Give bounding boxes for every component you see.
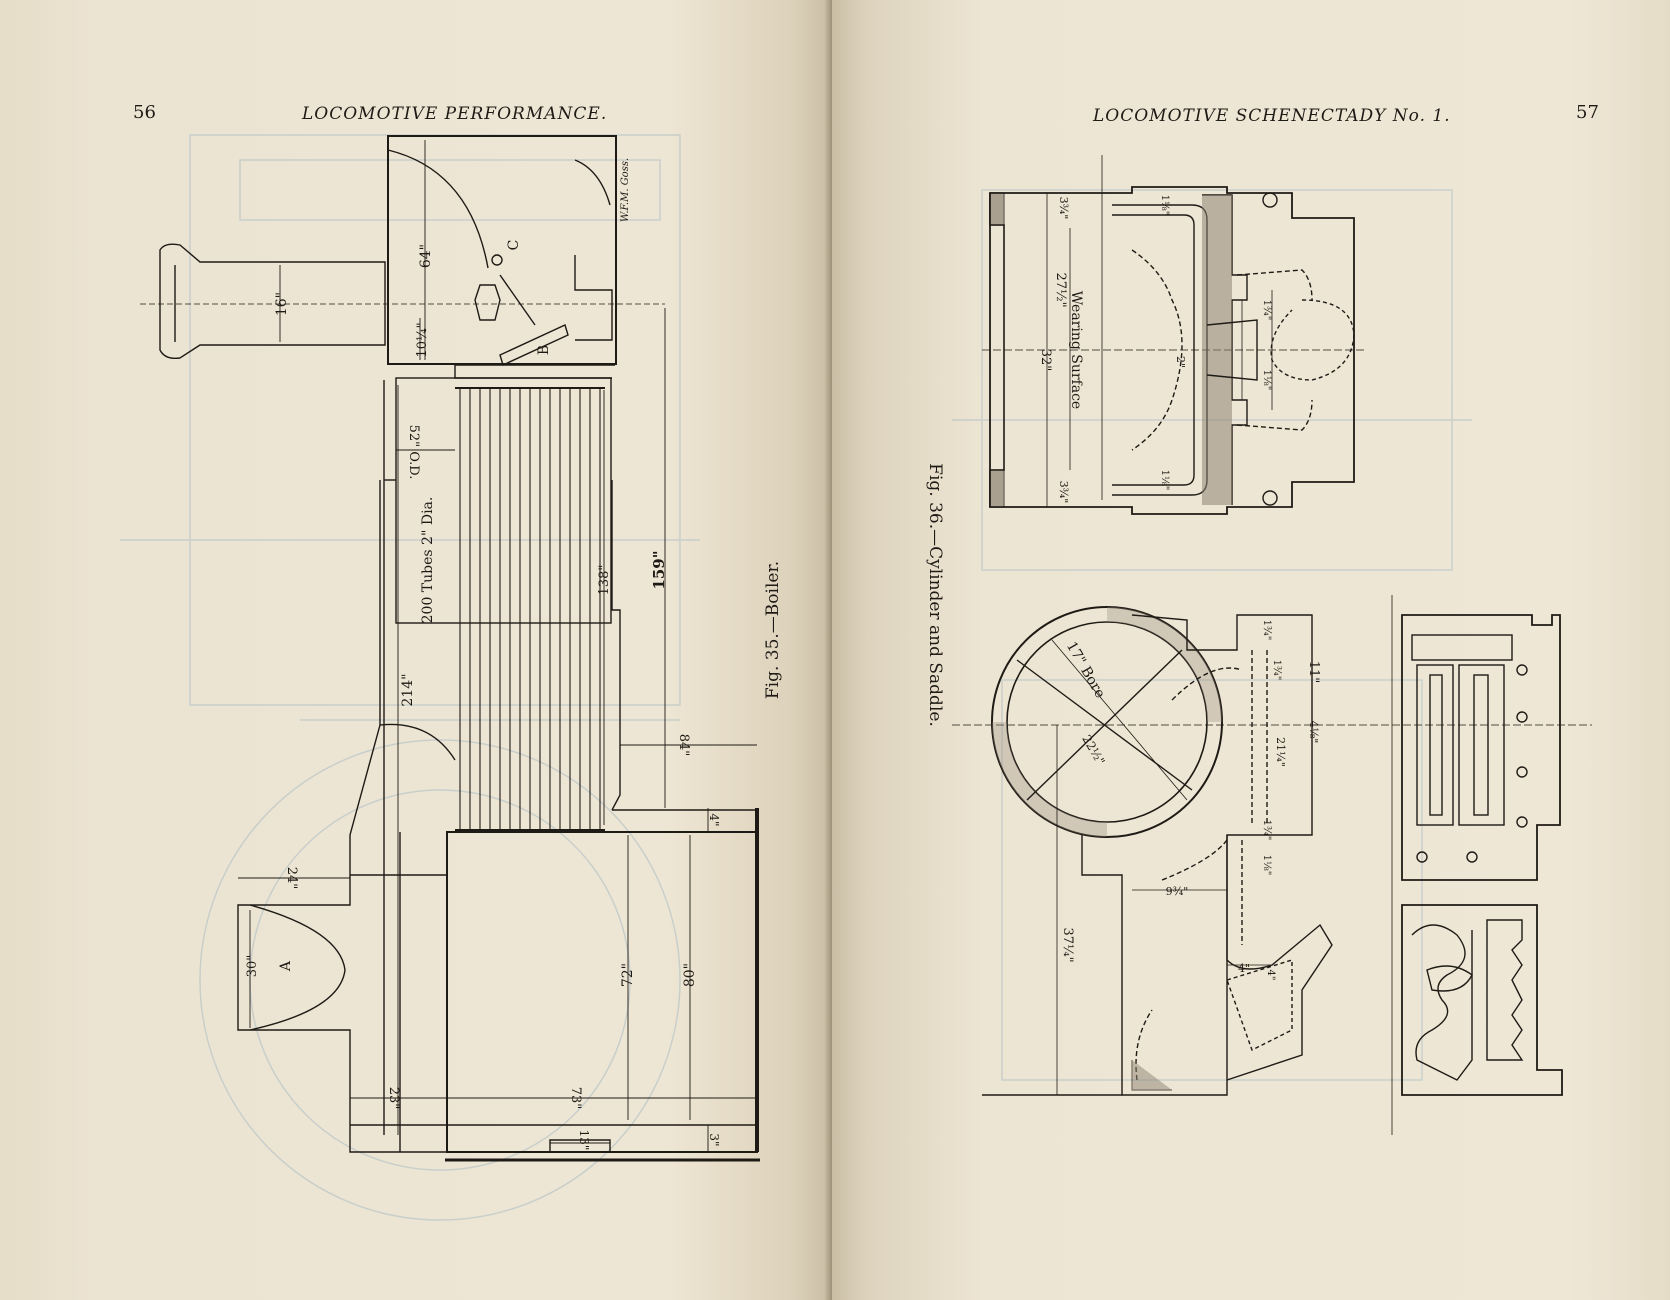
dim-1g: 1¾" bbox=[1261, 820, 1272, 841]
cylinder-saddle-drawing: 3¾" 27½" 32" Wearing Surface 3¾" 1⅛" 1⅛"… bbox=[925, 155, 1592, 1135]
right-running-head: LOCOMOTIVE SCHENECTADY No. 1. bbox=[1093, 106, 1451, 126]
dim-23: 23" bbox=[386, 1087, 401, 1110]
section-dimension-lines bbox=[1051, 618, 1313, 1095]
dim-11: 11" bbox=[1306, 661, 1321, 684]
tubes-spec-label: 200 Tubes 2" Dia. bbox=[420, 497, 436, 624]
dim-24: 24" bbox=[284, 867, 299, 890]
saddle-side-view bbox=[1401, 614, 1563, 1096]
right-page-number: 57 bbox=[1576, 102, 1599, 123]
dim-4-1: 4⅛" bbox=[1307, 721, 1320, 744]
left-page: 56 LOCOMOTIVE PERFORMANCE. bbox=[0, 0, 832, 1300]
dim-2: 2" bbox=[1174, 356, 1187, 368]
point-b-label: B bbox=[536, 345, 552, 355]
dim-1c: 1¾" bbox=[1261, 300, 1272, 321]
dim-1d: 1⅛" bbox=[1261, 370, 1272, 391]
dim-3: 3" bbox=[707, 1133, 721, 1146]
dimension-lines bbox=[238, 140, 757, 1152]
dim-tube-od: 52" O.D. bbox=[406, 425, 421, 480]
dim-22: 22½" bbox=[1079, 732, 1107, 767]
dim-37: 37¼" bbox=[1060, 927, 1075, 962]
wearing-surface-label: Wearing Surface bbox=[1068, 291, 1084, 409]
dim-1a: 1⅛" bbox=[1159, 195, 1170, 216]
boiler-outline bbox=[140, 135, 760, 1162]
draftsman-signature: W.F.M. Goss. bbox=[620, 158, 631, 222]
dim-4-section: 4" bbox=[1238, 962, 1250, 975]
dim-4: 4" bbox=[707, 813, 721, 826]
boiler-drawing: 16" 64" 10¼" 52" O.D. 200 Tubes 2" Dia. … bbox=[120, 134, 783, 1221]
dim-9: 9¾" bbox=[1166, 885, 1189, 898]
dim-bottom-left: 3¾" bbox=[1057, 481, 1070, 504]
right-page: LOCOMOTIVE SCHENECTADY No. 1. 57 bbox=[832, 0, 1670, 1300]
dim-13: 13" bbox=[577, 1130, 591, 1151]
plan-dimension-lines bbox=[1046, 193, 1273, 507]
dim-barrel-length: 214" bbox=[400, 673, 416, 706]
dim-1h: 1⅛" bbox=[1261, 855, 1272, 876]
dim-top-left: 3¾" bbox=[1057, 197, 1070, 220]
bore-label: 17" Bore bbox=[1063, 639, 1108, 701]
dim-27: 27½" bbox=[1053, 272, 1068, 307]
dim-73: 73" bbox=[568, 1087, 583, 1110]
dim-firebox-84: 84" bbox=[676, 734, 691, 757]
dim-32: 32" bbox=[1038, 349, 1053, 372]
left-running-head: LOCOMOTIVE PERFORMANCE. bbox=[302, 104, 608, 124]
point-a-label: A bbox=[278, 960, 294, 972]
dim-1b: 1⅛" bbox=[1159, 470, 1170, 491]
dim-overall-159: 159" bbox=[650, 550, 668, 589]
cylinder-section-view bbox=[952, 595, 1592, 1135]
left-page-number: 56 bbox=[133, 102, 156, 123]
dim-72: 72" bbox=[620, 963, 636, 987]
fig-36-caption: Fig. 36.—Cylinder and Saddle. bbox=[925, 463, 945, 727]
cylinder-plan-view bbox=[982, 155, 1367, 515]
dim-80: 80" bbox=[682, 963, 698, 987]
dim-1e: 1¾" bbox=[1261, 620, 1272, 641]
dim-4b: 4" bbox=[1265, 970, 1276, 981]
fig-35-caption: Fig. 35.—Boiler. bbox=[763, 561, 783, 699]
dim-21: 21¼" bbox=[1274, 737, 1287, 767]
dim-1f: 1¾" bbox=[1271, 660, 1282, 681]
dim-stack-dia: 16" bbox=[274, 292, 290, 316]
point-c-label: C bbox=[506, 240, 522, 251]
dim-smokebox-height: 64" bbox=[418, 244, 434, 268]
dim-tube-length: 138" bbox=[597, 565, 612, 596]
dim-30: 30" bbox=[245, 955, 260, 978]
dim-nozzle-height: 10¼" bbox=[415, 322, 430, 357]
